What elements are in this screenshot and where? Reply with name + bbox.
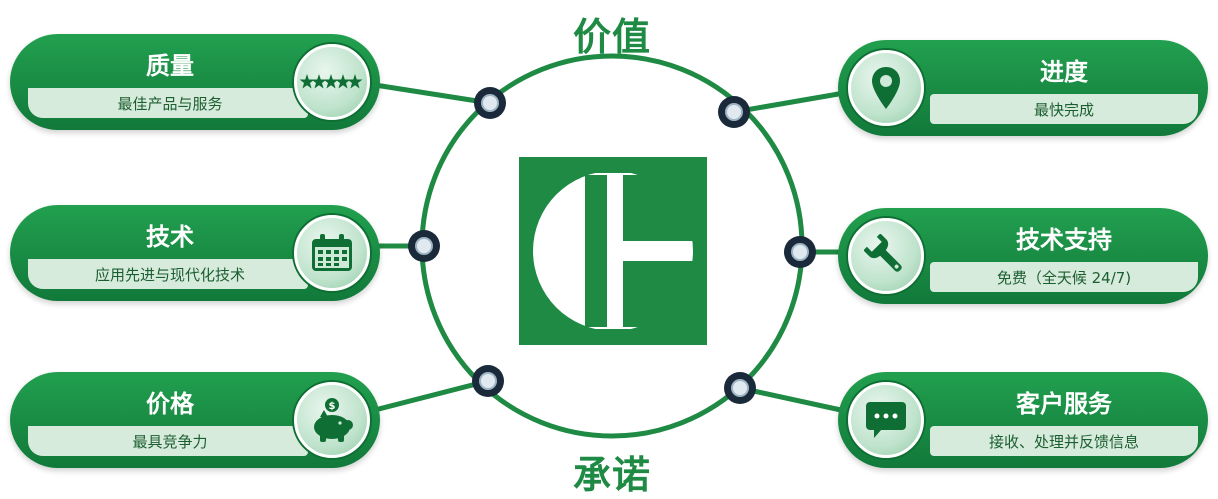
chat-bubble-icon: [848, 382, 924, 458]
card-subtitle: 最具竞争力: [132, 433, 208, 451]
card-title: 技术: [146, 223, 194, 251]
card-title: 技术支持: [1016, 226, 1112, 254]
connector-quality: [374, 82, 491, 106]
five-stars-icon: [294, 44, 370, 120]
card-title: 客户服务: [1016, 390, 1112, 418]
connector-price: [374, 378, 489, 413]
location-pin-icon: [848, 50, 924, 126]
subtitle-band: [28, 259, 308, 289]
node-quality: [474, 87, 506, 119]
calendar-icon: [294, 215, 370, 291]
connector-progress: [733, 89, 851, 115]
heading-commitment: 承诺: [572, 453, 651, 497]
card-title: 价格: [146, 390, 194, 418]
node-support: [784, 236, 816, 268]
card-progress: 进度 最快完成: [838, 40, 1208, 136]
card-title: 质量: [146, 52, 194, 80]
card-service: 客户服务 接收、处理并反馈信息: [838, 372, 1208, 468]
heading-value: 价值: [572, 15, 651, 59]
card-quality: 质量 最佳产品与服务: [10, 34, 380, 130]
card-price: 价格 最具竞争力 $: [10, 372, 380, 468]
node-service: [724, 372, 756, 404]
card-support: 技术支持 免费（全天候 24/7): [838, 208, 1208, 304]
card-subtitle: 最快完成: [1033, 101, 1094, 119]
card-technology: 技术 应用先进与现代化技术: [10, 205, 380, 301]
subtitle-band: [930, 262, 1198, 292]
card-title: 进度: [1040, 58, 1088, 86]
card-subtitle: 最佳产品与服务: [117, 95, 223, 113]
connector-service: [739, 385, 851, 415]
piggy-bank-icon: $: [294, 382, 370, 458]
subtitle-band: [28, 426, 308, 456]
node-price: [472, 365, 504, 397]
node-technology: [408, 230, 440, 262]
svg-text:$: $: [329, 401, 336, 412]
card-subtitle: 接收、处理并反馈信息: [988, 433, 1139, 451]
subtitle-band: [930, 426, 1198, 456]
node-progress: [718, 96, 750, 128]
company-logo-icon: [519, 157, 707, 345]
card-subtitle: 应用先进与现代化技术: [94, 266, 245, 284]
subtitle-band: [930, 94, 1198, 124]
wrench-icon: [848, 218, 924, 294]
card-subtitle: 免费（全天候 24/7): [996, 269, 1132, 287]
subtitle-band: [28, 88, 308, 118]
